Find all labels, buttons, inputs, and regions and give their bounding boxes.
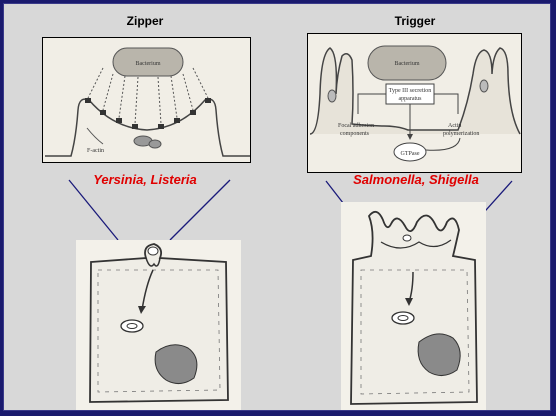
trigger-cell-illustration <box>341 202 486 410</box>
zipper-cell-drawing <box>76 240 241 410</box>
zipper-cell-illustration <box>76 240 241 410</box>
trigger-cell-drawing <box>341 202 486 410</box>
